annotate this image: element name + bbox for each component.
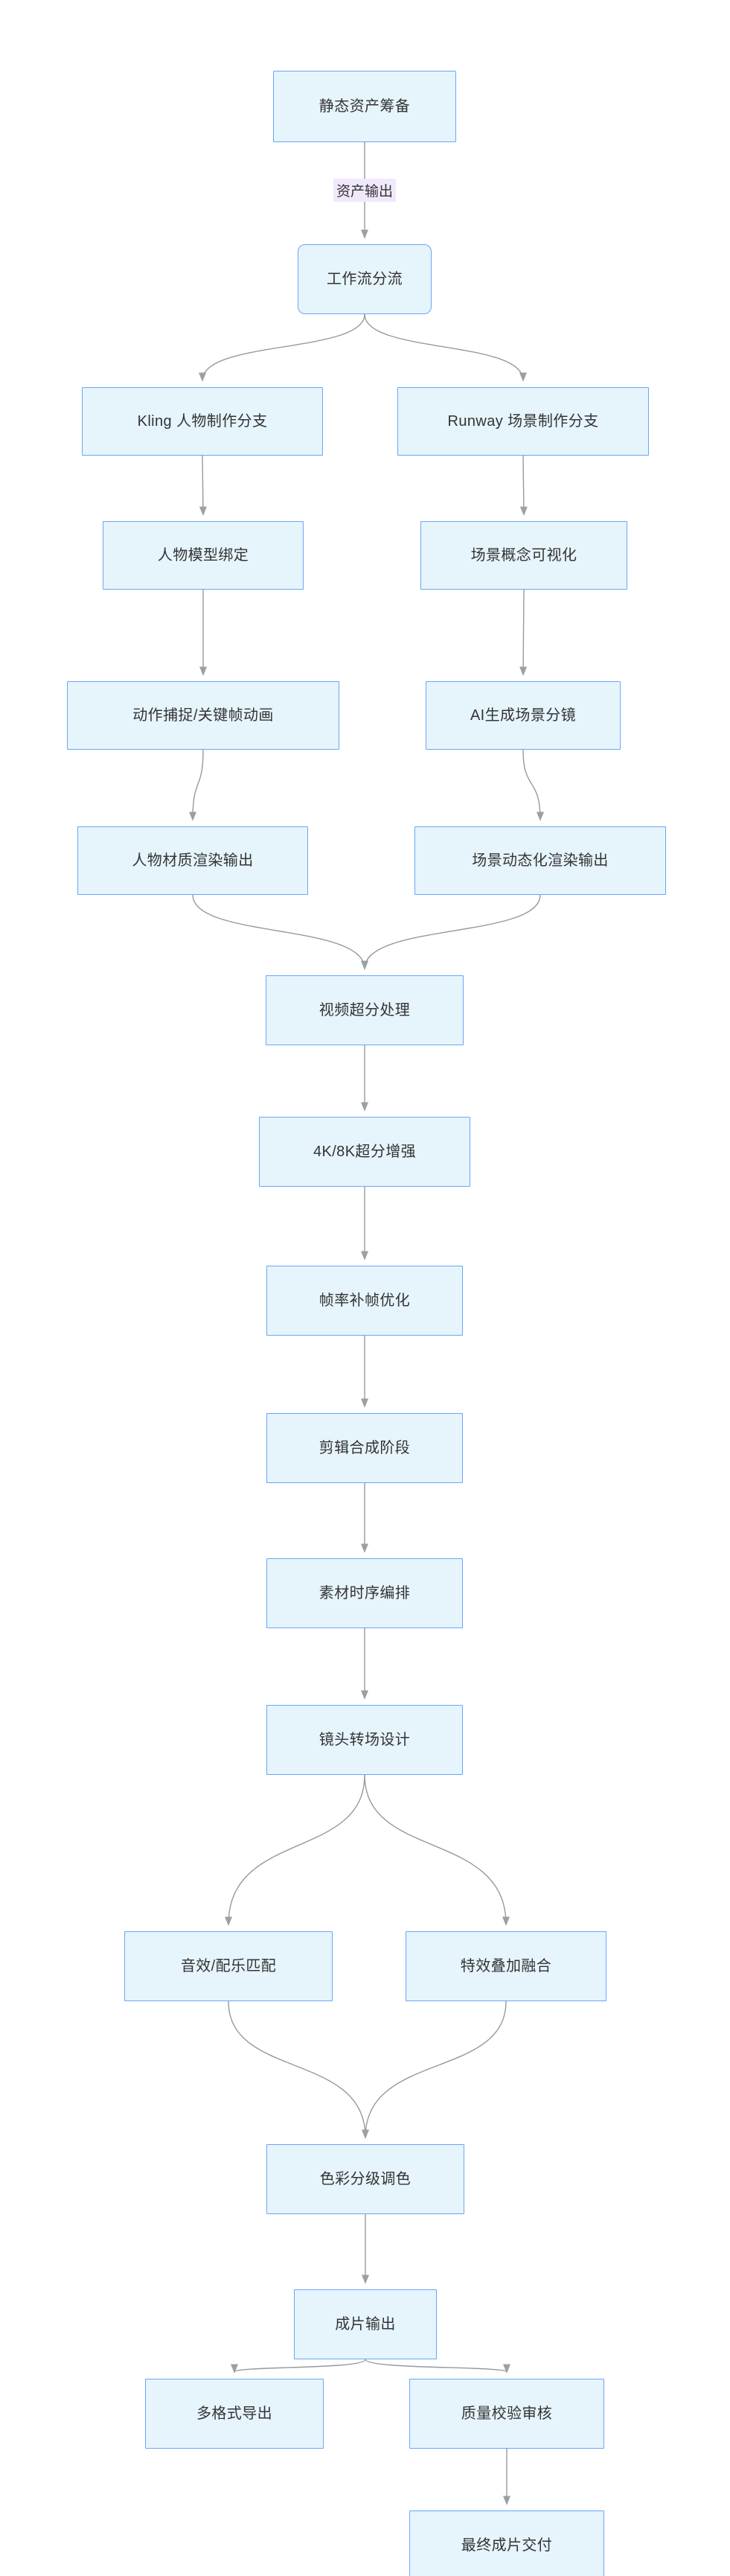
flow-node-n3[interactable]: Kling 人物制作分支	[82, 387, 323, 456]
flow-edge-n2-to-n4	[364, 313, 523, 380]
flow-node-label: 工作流分流	[327, 271, 403, 287]
flow-node-label: 剪辑合成阶段	[318, 1440, 411, 1456]
flow-node-n14[interactable]: 剪辑合成阶段	[266, 1413, 463, 1483]
flow-node-label: 场景动态化渲染输出	[472, 852, 609, 869]
flow-edge-n20-to-n21	[234, 2359, 366, 2372]
flow-node-label: 场景概念可视化	[470, 547, 577, 564]
flow-node-n6[interactable]: 场景概念可视化	[420, 521, 627, 590]
flow-node-label: 最终成片交付	[461, 2537, 553, 2554]
flow-node-n9[interactable]: 人物材质渲染输出	[77, 826, 308, 895]
flow-node-n22[interactable]: 质量校验审核	[409, 2379, 604, 2449]
flow-node-label: 特效叠加融合	[460, 1958, 552, 1974]
flow-edge-n9-to-n11	[192, 894, 365, 969]
flow-node-label: AI生成场景分镜	[470, 707, 577, 724]
flow-node-label: 4K/8K超分增强	[313, 1144, 417, 1160]
flow-node-label: 视频超分处理	[318, 1002, 411, 1018]
flow-node-label: 素材时序编排	[318, 1585, 411, 1601]
flow-edge-n16-to-n17	[228, 1774, 365, 1925]
flow-edge-n3-to-n5	[202, 455, 203, 514]
flow-node-label: 帧率补帧优化	[318, 1292, 411, 1309]
flow-node-n10[interactable]: 场景动态化渲染输出	[414, 826, 666, 895]
flow-node-n1[interactable]: 静态资产筹备	[273, 71, 456, 142]
flow-node-label: 质量校验审核	[461, 2406, 553, 2422]
flow-edge-n20-to-n22	[365, 2359, 507, 2372]
flow-edge-n16-to-n18	[364, 1774, 506, 1925]
flow-node-n8[interactable]: AI生成场景分镜	[426, 681, 621, 750]
flow-node-n18[interactable]: 特效叠加融合	[406, 1931, 606, 2001]
flow-node-label: 人物模型绑定	[157, 547, 249, 564]
flow-node-n17[interactable]: 音效/配乐匹配	[124, 1931, 333, 2001]
flow-edge-n7-to-n9	[193, 749, 204, 820]
flow-node-label: 人物材质渲染输出	[132, 852, 254, 869]
flow-node-n4[interactable]: Runway 场景制作分支	[397, 387, 649, 456]
flow-node-n5[interactable]: 人物模型绑定	[103, 521, 304, 590]
flow-node-label: Kling 人物制作分支	[137, 413, 268, 430]
flow-node-label: 色彩分级调色	[319, 2171, 412, 2187]
flow-edge-label-n1-to-n2: 资产输出	[333, 178, 397, 202]
flow-edge-n6-to-n8	[523, 589, 524, 675]
flow-edge-n2-to-n3	[202, 313, 365, 380]
flow-node-n16[interactable]: 镜头转场设计	[266, 1705, 463, 1775]
flow-node-label: 成片输出	[335, 2316, 396, 2333]
flow-node-label: 多格式导出	[196, 2406, 272, 2422]
flow-edge-n18-to-n19	[365, 2000, 507, 2137]
flow-node-n11[interactable]: 视频超分处理	[266, 975, 464, 1045]
flow-node-n20[interactable]: 成片输出	[294, 2289, 437, 2359]
flow-node-label: 静态资产筹备	[318, 98, 411, 115]
flow-edge-n17-to-n19	[228, 2000, 365, 2137]
flow-node-n23[interactable]: 最终成片交付	[409, 2510, 604, 2576]
flow-node-label: Runway 场景制作分支	[447, 413, 599, 430]
flow-node-n21[interactable]: 多格式导出	[145, 2379, 324, 2449]
flow-node-n19[interactable]: 色彩分级调色	[266, 2144, 464, 2214]
flow-node-n15[interactable]: 素材时序编排	[266, 1558, 463, 1628]
flow-edge-n8-to-n10	[522, 749, 540, 820]
flow-node-label: 动作捕捉/关键帧动画	[132, 707, 274, 724]
flow-node-label: 镜头转场设计	[318, 1732, 411, 1748]
flow-edge-n10-to-n11	[365, 894, 541, 969]
flow-node-label: 音效/配乐匹配	[180, 1958, 277, 1974]
flow-node-n13[interactable]: 帧率补帧优化	[266, 1266, 463, 1336]
flow-node-n12[interactable]: 4K/8K超分增强	[259, 1117, 470, 1187]
flow-node-n2[interactable]: 工作流分流	[298, 244, 432, 314]
flow-edge-n4-to-n6	[523, 455, 524, 514]
flow-node-n7[interactable]: 动作捕捉/关键帧动画	[67, 681, 339, 750]
